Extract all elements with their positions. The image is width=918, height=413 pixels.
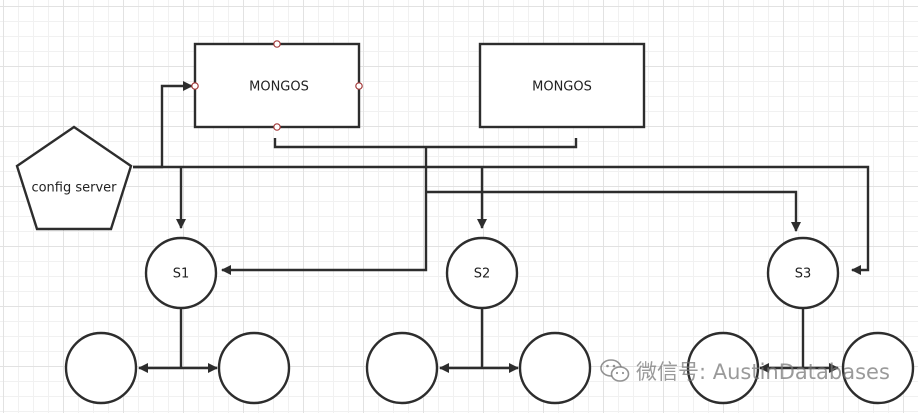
shard-node-s3[interactable]: S3 [766,236,840,310]
connection-handle-right[interactable] [355,82,363,90]
shard-s1-label: S1 [173,267,190,282]
connector-config-to-mongos [133,81,193,169]
replica-node-s3-b[interactable] [841,331,915,405]
config-server-label: config server [31,181,117,196]
connector-mongos-to-s3 [426,190,801,232]
shard-s3-label: S3 [795,267,812,282]
shard-node-s1[interactable]: S1 [144,236,218,310]
replica-node-s1-a[interactable] [64,331,138,405]
connector-mongos-bracket [273,138,578,149]
mongos-node-2[interactable]: MONGOS [478,42,646,129]
replica-node-s3-a[interactable] [686,331,760,405]
mongos-node-1[interactable]: MONGOS [191,40,363,131]
shard-node-s2[interactable]: S2 [445,236,519,310]
watermark: 微信号: AustinDatabases [600,356,890,386]
watermark-text: 微信号: AustinDatabases [636,360,890,384]
replica-node-s2-b[interactable] [518,331,592,405]
replica-node-s2-a[interactable] [365,331,439,405]
connection-handle-top[interactable] [273,40,281,48]
config-server-node[interactable]: config server [15,125,133,231]
connector-config-bus [133,165,870,275]
connector-mongos-to-s1 [221,147,428,275]
replica-node-s1-b[interactable] [217,331,291,405]
wechat-icon [600,359,630,382]
connection-handle-left[interactable] [191,82,199,90]
shard-s2-label: S2 [474,267,491,282]
mongos-2-label: MONGOS [532,80,592,95]
connection-handle-bottom[interactable] [273,123,281,131]
mongos-1-label: MONGOS [249,80,309,95]
